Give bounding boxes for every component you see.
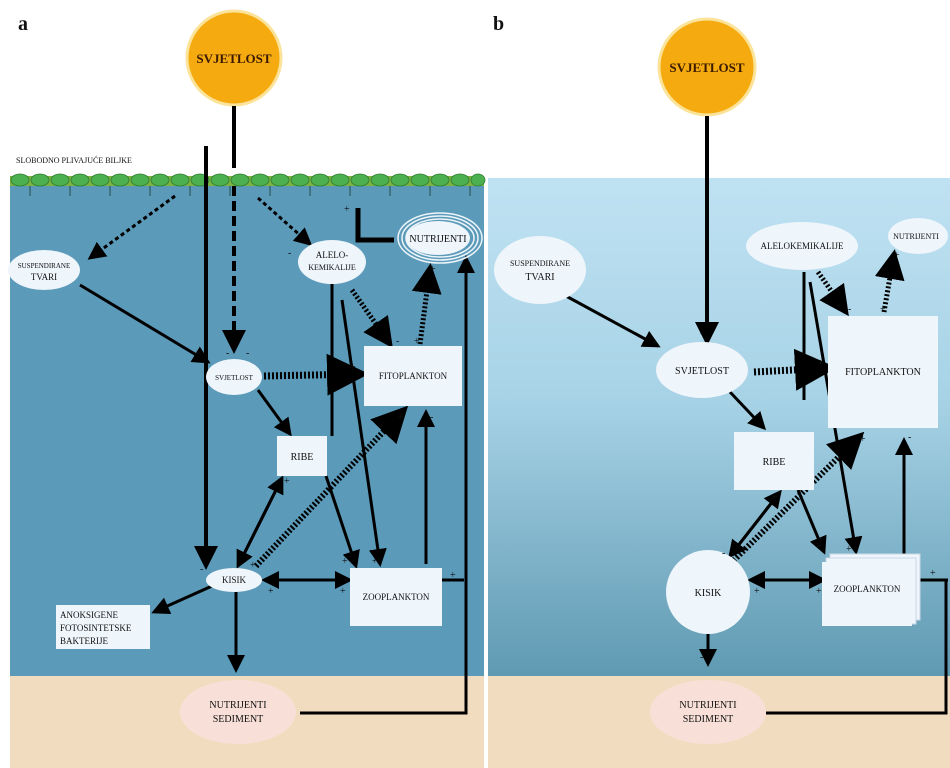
- node-fish-a: [277, 436, 327, 476]
- svg-text:+: +: [846, 544, 852, 555]
- svg-text:+: +: [930, 568, 936, 579]
- svg-text:+: +: [414, 336, 420, 347]
- node-light-b: [656, 342, 748, 398]
- svg-text:-: -: [288, 248, 291, 259]
- node-allelo-a-2: KEMIKALIJE: [308, 263, 356, 272]
- signs-b: - + + - + + - + - + + + - - + +: [652, 250, 936, 663]
- node-suspended-a-1: SUSPENDIRANE: [18, 262, 71, 270]
- svg-text:+: +: [344, 204, 350, 215]
- sun-a-label: SVJETLOST: [196, 51, 271, 66]
- node-anox-a-3: BAKTERIJE: [60, 636, 108, 646]
- svg-text:+: +: [350, 362, 356, 373]
- node-sediment-b-1: NUTRIJENTI: [679, 700, 736, 711]
- svg-text:+: +: [284, 476, 290, 487]
- arrows-a: [79, 106, 475, 715]
- sun-b: [657, 17, 757, 117]
- svg-text:-: -: [200, 564, 203, 575]
- svg-text:+: +: [430, 264, 436, 275]
- svg-text:+: +: [372, 556, 378, 567]
- sun-a: [185, 9, 283, 107]
- svg-text:+: +: [894, 250, 900, 261]
- node-fish-a-label: RIBE: [291, 452, 314, 463]
- node-phyto-b: [828, 316, 938, 428]
- arrows-b: [565, 116, 948, 715]
- node-light-a-label: SVJETLOST: [215, 374, 253, 382]
- svg-text:-: -: [226, 348, 229, 359]
- node-suspended-b-2: TVARI: [525, 272, 554, 283]
- node-sediment-b-2: SEDIMENT: [683, 714, 734, 725]
- node-oxygen-b: [666, 550, 750, 634]
- node-sediment-a-2: SEDIMENT: [213, 714, 264, 725]
- nodes-b: SUSPENDIRANE TVARI ALELOKEMIKALIJE NUTRI…: [494, 218, 948, 744]
- node-zoo-a: [350, 568, 442, 626]
- panel-b: b SVJETLOST SUSPENDIRANE: [488, 13, 950, 768]
- node-oxygen-a-label: KISIK: [222, 575, 246, 585]
- svg-text:+: +: [818, 358, 824, 369]
- node-zoo-b-label: ZOOPLANKTON: [834, 584, 901, 594]
- svg-text:+: +: [754, 586, 760, 597]
- node-zoo-b: [822, 562, 912, 626]
- svg-text:+: +: [450, 570, 456, 581]
- node-oxygen-b-label: KISIK: [695, 588, 722, 599]
- panel-b-letter: b: [493, 13, 504, 35]
- node-light-a: [206, 359, 262, 395]
- svg-text:-: -: [722, 548, 725, 559]
- node-suspended-b-1: SUSPENDIRANE: [510, 259, 570, 268]
- svg-text:+: +: [652, 338, 658, 349]
- node-sediment-b: [650, 680, 766, 744]
- sun-b-label: SVJETLOST: [669, 60, 744, 75]
- svg-text:-: -: [700, 652, 703, 663]
- svg-text:-: -: [396, 336, 399, 347]
- node-anox-a: [56, 605, 150, 649]
- svg-text:+: +: [398, 412, 404, 423]
- svg-text:-: -: [430, 412, 433, 423]
- node-oxygen-a: [206, 568, 262, 592]
- panel-a: a SVJETLOST SLOBODNO PLIVAJUĆE BILJKE: [8, 9, 486, 768]
- node-allelo-a-1: ALELO-: [316, 250, 349, 260]
- svg-text:+: +: [268, 586, 274, 597]
- node-light-b-label: SVJETLOST: [675, 366, 729, 377]
- svg-text:-: -: [246, 348, 249, 359]
- node-phyto-a-label: FITOPLANKTON: [379, 371, 448, 381]
- svg-text:-: -: [700, 328, 703, 339]
- svg-text:+: +: [342, 556, 348, 567]
- svg-text:+: +: [860, 434, 866, 445]
- node-allelo-a: [298, 240, 366, 284]
- node-nutrients-b-label: NUTRIJENTI: [893, 232, 939, 241]
- svg-text:+: +: [816, 586, 822, 597]
- svg-text:+: +: [880, 304, 886, 315]
- node-zoo-a-label: ZOOPLANKTON: [363, 592, 430, 602]
- node-sediment-a: [180, 680, 296, 744]
- svg-text:-: -: [848, 304, 851, 315]
- node-nutrients-b: [888, 218, 948, 254]
- node-sediment-a-1: NUTRIJENTI: [209, 700, 266, 711]
- panel-a-letter: a: [18, 13, 28, 35]
- svg-text:+: +: [772, 492, 778, 503]
- node-suspended-b: [494, 236, 586, 304]
- svg-text:+: +: [250, 560, 256, 571]
- node-phyto-a: [364, 346, 462, 406]
- svg-text:-: -: [94, 248, 97, 259]
- svg-text:-: -: [908, 432, 911, 443]
- svg-text:+: +: [340, 586, 346, 597]
- node-allelo-b: [746, 222, 858, 270]
- svg-text:-: -: [818, 540, 821, 551]
- node-fish-b: [734, 432, 814, 490]
- node-allelo-b-label: ALELOKEMIKALIJE: [761, 241, 844, 251]
- floating-plants-label: SLOBODNO PLIVAJUĆE BILJKE: [16, 155, 132, 165]
- floating-plants: [10, 173, 486, 196]
- node-suspended-a-2: TVARI: [31, 272, 57, 282]
- node-anox-a-1: ANOKSIGENE: [60, 610, 118, 620]
- node-phyto-b-label: FITOPLANKTON: [845, 367, 921, 378]
- node-anox-a-2: FOTOSINTETSKE: [60, 623, 132, 633]
- signs-a: - - + - + - + + - + - + + + + + + - +: [94, 204, 456, 597]
- node-fish-b-label: RIBE: [763, 457, 786, 468]
- nodes-a: SUSPENDIRANE TVARI ALELO- KEMIKALIJE NUT…: [8, 212, 483, 744]
- node-nutrients-a-label: NUTRIJENTI: [409, 234, 466, 245]
- node-suspended-a: [8, 250, 80, 290]
- node-nutrients-a: [406, 221, 470, 255]
